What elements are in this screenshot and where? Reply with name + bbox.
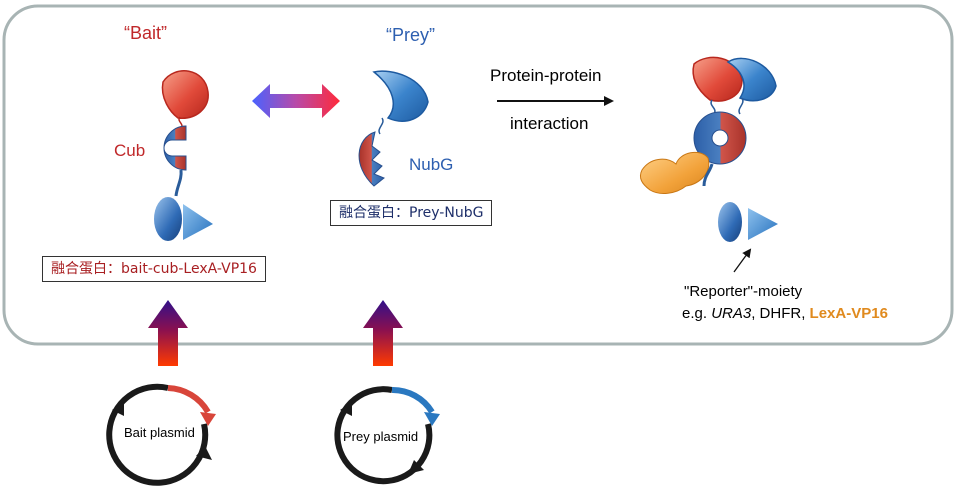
cell-panel (2, 4, 954, 346)
bait-up-arrow (148, 300, 188, 366)
interaction-complex (639, 56, 777, 194)
prey-construct (358, 70, 429, 187)
nubg-fragment (358, 131, 385, 187)
bait-plasmid-label: Bait plasmid (124, 425, 195, 440)
cub-fragment (163, 125, 187, 171)
ppi-label-line2: interaction (510, 114, 589, 133)
prey-insert-arrowhead (424, 412, 440, 426)
bait-plasmid-backbone (106, 383, 209, 486)
prey-title: “Prey” (386, 25, 435, 45)
vp16-triangle-shape (183, 204, 213, 240)
complex-bait-protein-shape (692, 56, 743, 102)
reporter-gene: URA3 (711, 305, 752, 322)
bait-construct (154, 70, 213, 241)
cub-label: Cub (114, 141, 146, 160)
bait-plasmid-insert (167, 385, 211, 414)
released-vp16-triangle (748, 208, 778, 240)
prey-up-arrow (363, 300, 403, 366)
bait-backbone-arrowhead-1 (196, 446, 212, 460)
reporter-pointer-arrow (733, 248, 752, 273)
prey-plasmid-insert (391, 386, 435, 414)
reconstituted-ubiquitin (693, 111, 747, 165)
prey-protein-shape (372, 70, 429, 122)
prey-fusion-protein-box: 融合蛋白：Prey-NubG (330, 200, 493, 226)
reporter-label: "Reporter"-moiety (684, 283, 803, 300)
reporter-prefix: e.g. (682, 305, 712, 322)
reporter-mid: , DHFR, (751, 305, 810, 322)
bait-title: “Bait” (124, 23, 168, 43)
released-reporter (718, 202, 778, 242)
released-lexa-oval (718, 202, 742, 242)
prey-plasmid-label: Prey plasmid (343, 429, 419, 444)
bait-backbone-arrowhead-2 (112, 402, 124, 416)
complex-prey-protein-shape (726, 57, 777, 102)
prey-plasmid-backbone (334, 386, 433, 485)
bait-insert-arrowhead (200, 412, 216, 426)
bait-protein-shape (161, 70, 209, 119)
nubg-label: NubG (409, 155, 454, 174)
prey-plasmid (334, 386, 440, 485)
lexa-oval-shape (154, 197, 182, 241)
prey-backbone-arrowhead-2 (340, 402, 352, 416)
prey-backbone-arrowhead-1 (408, 460, 424, 474)
bait-to-reporter-linker (174, 169, 183, 197)
ppi-label-line1: Protein-protein (490, 66, 602, 85)
ubiquitin-protease-shape (639, 151, 710, 194)
complex-linker-bottom (702, 163, 714, 187)
prey-linker (378, 117, 384, 135)
bait-prey-double-arrow (252, 84, 340, 118)
bait-fusion-protein-box: 融合蛋白：bait-cub-LexA-VP16 (42, 256, 266, 282)
reporter-examples: e.g. URA3, DHFR, LexA-VP16 (682, 306, 888, 321)
bait-plasmid (106, 383, 216, 486)
reporter-highlight: LexA-VP16 (809, 305, 888, 322)
